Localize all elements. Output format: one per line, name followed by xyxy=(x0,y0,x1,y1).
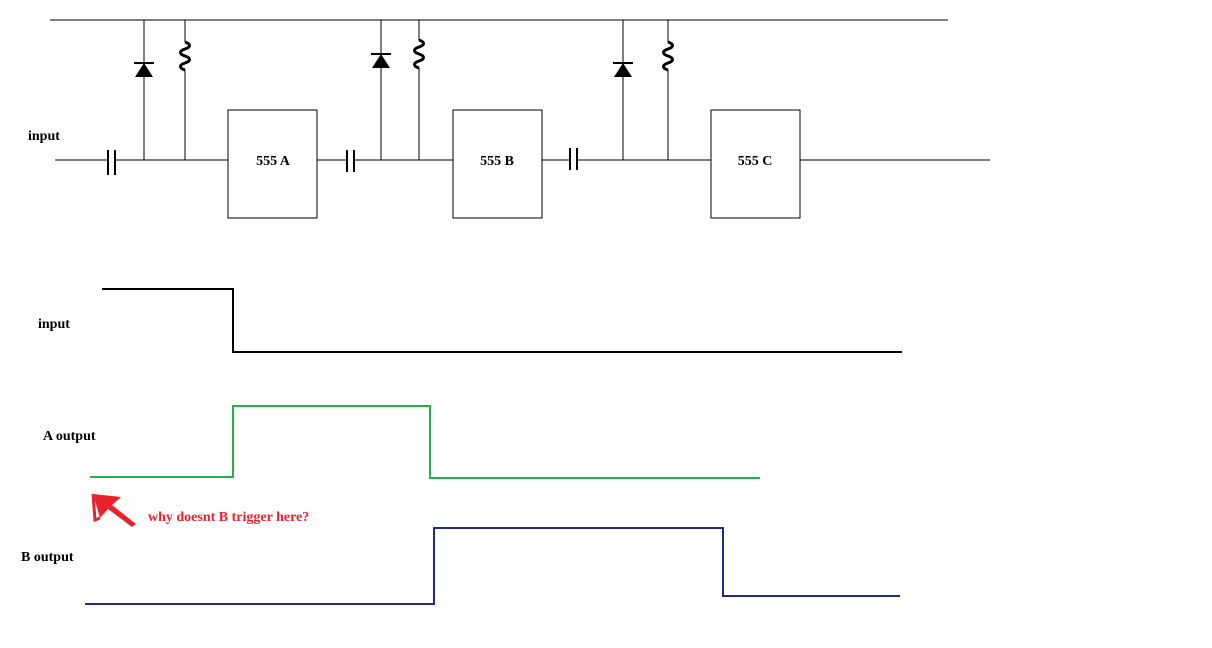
timing-diagram: input A output B output xyxy=(21,288,902,605)
input-waveform xyxy=(102,288,902,353)
chip-label-555-c: 555 C xyxy=(738,154,773,169)
chip-555-b xyxy=(452,109,543,219)
inductor-symbol xyxy=(413,20,425,160)
waveform-a-output-label: A output xyxy=(43,429,96,444)
b-output-waveform xyxy=(85,527,900,605)
circuit-input-label: input xyxy=(28,129,60,144)
annotation-text: why doesnt B trigger here? xyxy=(148,510,309,525)
annotation: why doesnt B trigger here? xyxy=(91,493,309,527)
circuit-schematic: 555 A 555 B xyxy=(28,19,990,219)
coupling-capacitor xyxy=(346,150,355,172)
diode-symbol xyxy=(613,20,633,160)
waveform-input-label: input xyxy=(38,317,70,332)
inductor-symbol xyxy=(662,20,674,160)
chip-555-a xyxy=(227,109,318,219)
diode-symbol xyxy=(134,20,154,160)
chip-label-555-a: 555 A xyxy=(256,154,291,169)
hand-drawn-arrow-icon xyxy=(91,493,136,527)
coupling-capacitor xyxy=(569,148,578,170)
inductor-symbol xyxy=(179,20,191,160)
waveform-b-output-label: B output xyxy=(21,550,74,565)
a-output-waveform xyxy=(90,405,760,479)
diode-symbol xyxy=(371,20,391,160)
chip-label-555-b: 555 B xyxy=(480,154,514,169)
coupling-capacitor xyxy=(107,150,116,175)
chip-555-c xyxy=(710,109,801,219)
